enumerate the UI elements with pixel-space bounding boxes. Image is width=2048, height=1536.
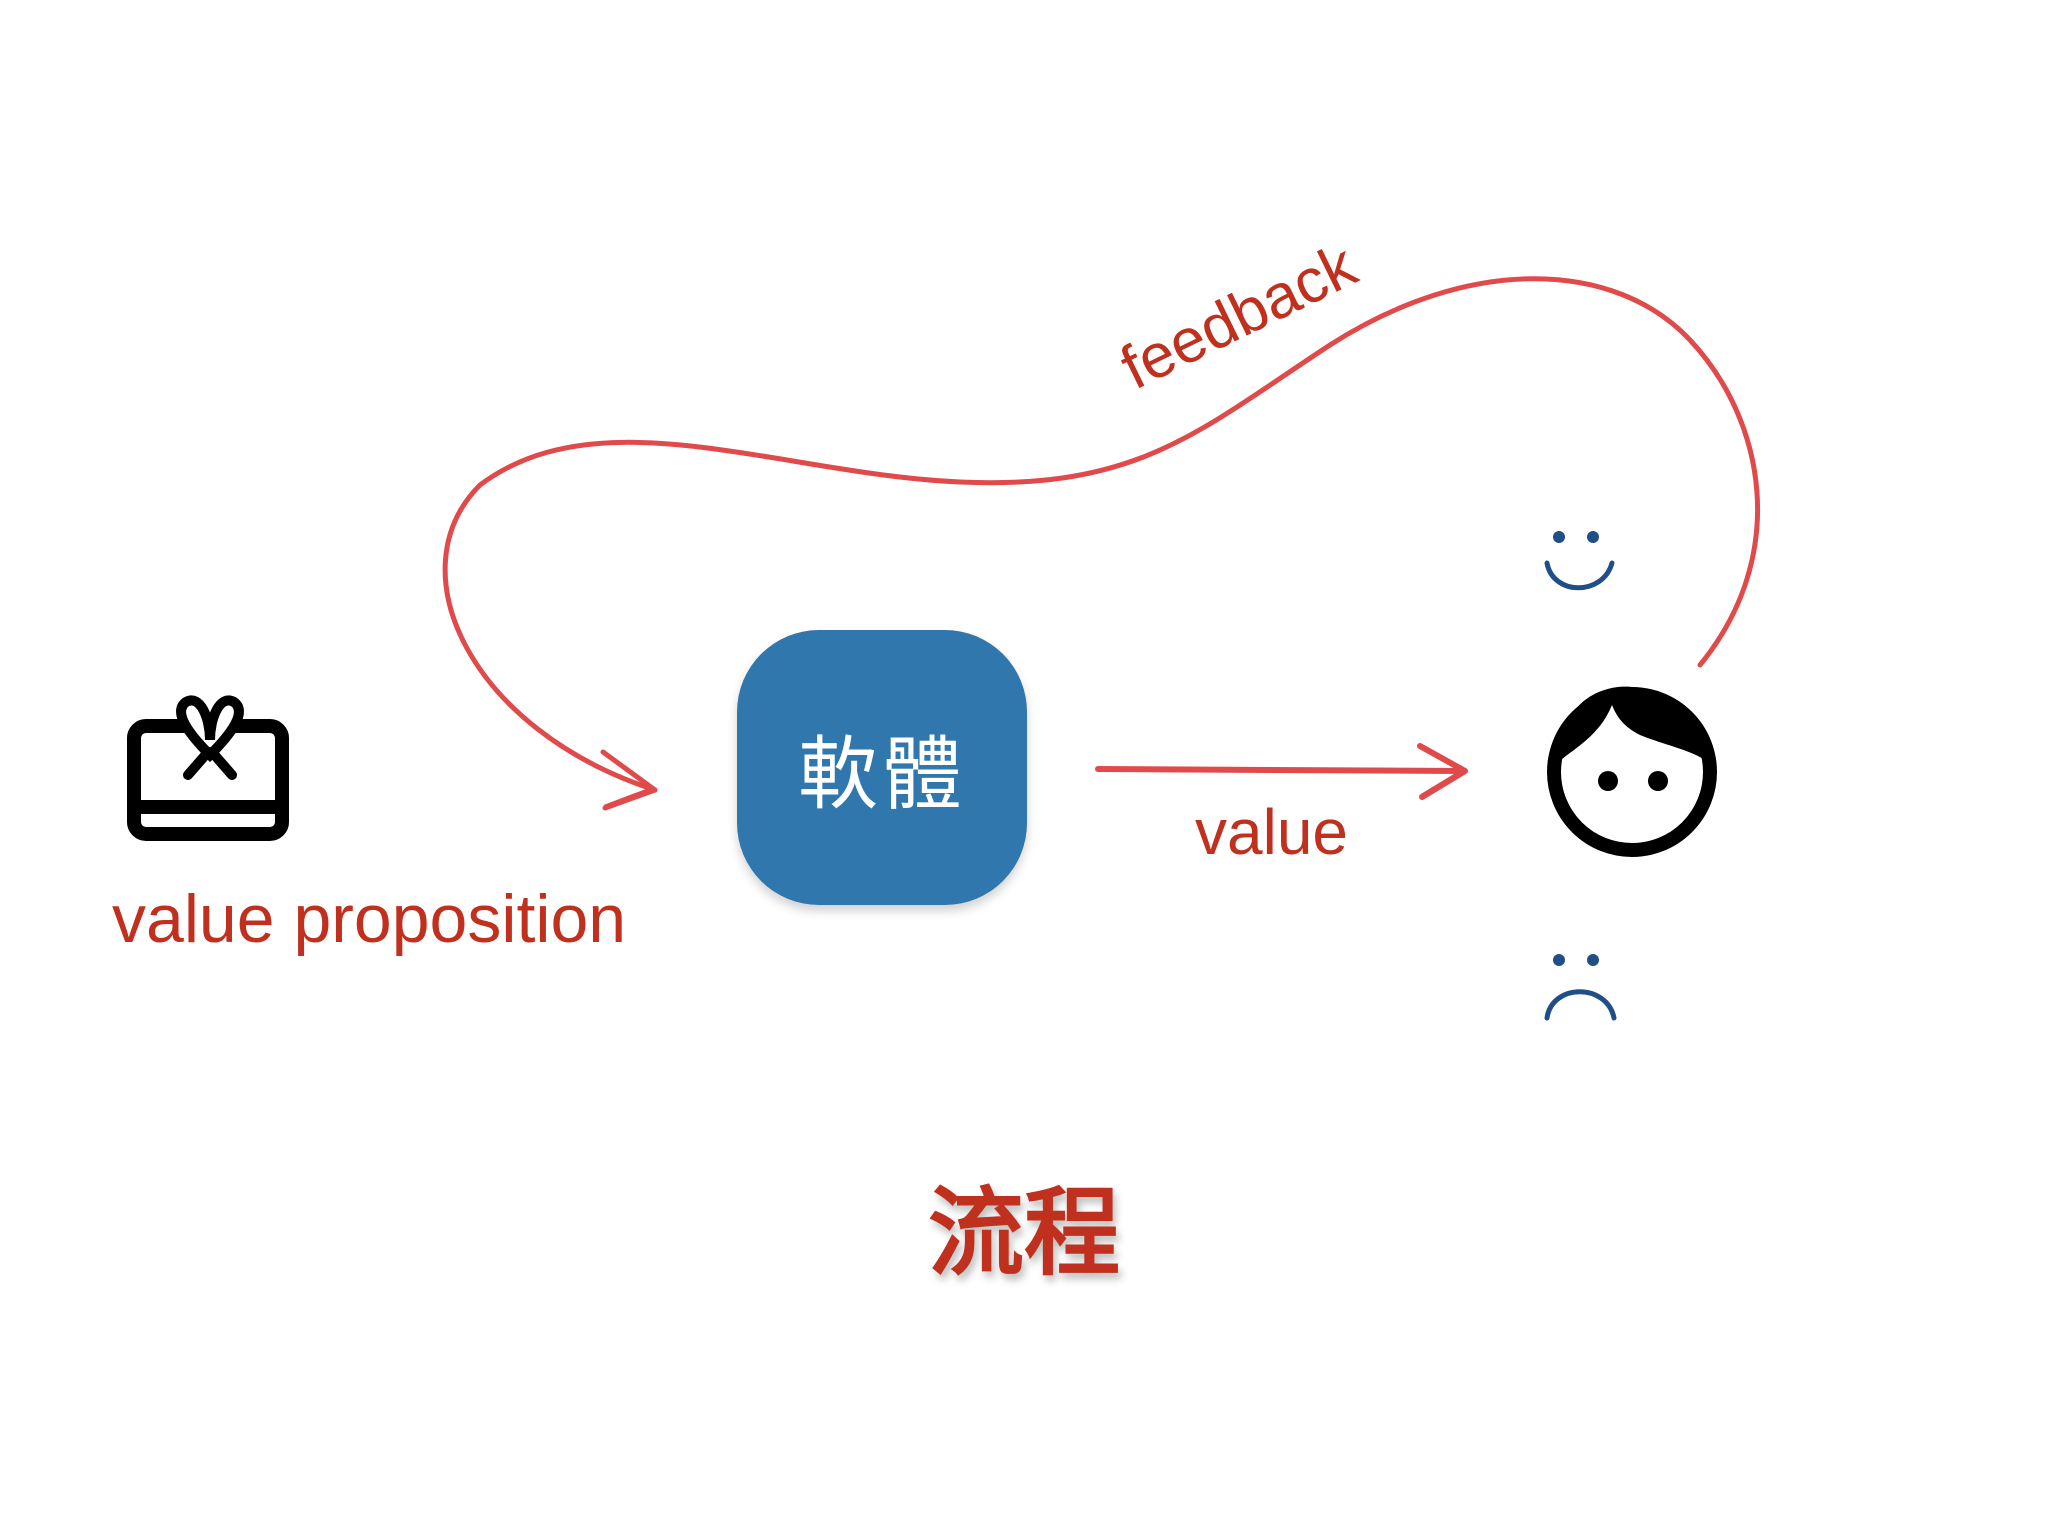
smiley-icon: [1544, 531, 1615, 591]
value-arrowhead: [1417, 743, 1468, 800]
feedback-curve: [442, 276, 1761, 793]
frown-icon: [1544, 954, 1617, 1021]
page-title: 流程: [928, 1177, 1120, 1289]
gift-card-icon: [127, 695, 289, 841]
feedback-arrow: [442, 276, 1761, 811]
value-proposition-label: value proposition: [112, 881, 627, 957]
value-arrow-line: [1095, 766, 1465, 774]
software-label: 軟體: [798, 727, 966, 821]
feedback-arrowhead: [600, 749, 658, 811]
value-arrow: [1095, 743, 1468, 800]
software-box: 軟體: [737, 630, 1027, 905]
face-icon: [1547, 686, 1717, 857]
value-label: value: [1195, 796, 1348, 868]
